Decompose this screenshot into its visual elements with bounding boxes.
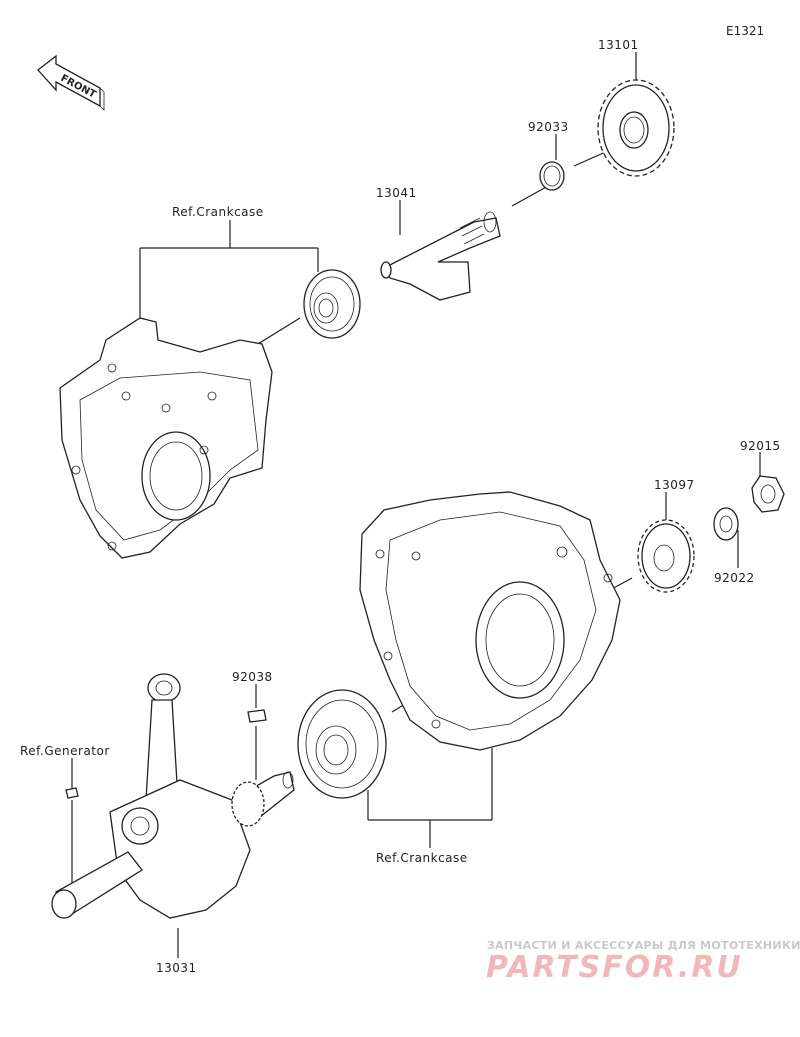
label-13097: 13097 bbox=[654, 478, 695, 492]
label-92033: 92033 bbox=[528, 120, 569, 134]
label-ref-crankcase-bottom: Ref.Crankcase bbox=[376, 851, 468, 865]
key-92038-icon bbox=[247, 709, 267, 723]
crankcase-right-icon bbox=[359, 491, 621, 751]
nut-92015-icon bbox=[751, 475, 785, 513]
label-ref-crankcase-top: Ref.Crankcase bbox=[172, 205, 264, 219]
front-arrow-icon: FRONT bbox=[37, 54, 105, 111]
circlip-92033-icon bbox=[539, 161, 565, 191]
watermark-logo: PARTSFOR.RU bbox=[486, 950, 743, 985]
gear-13097-icon bbox=[637, 519, 695, 593]
shaft-13041-icon bbox=[380, 211, 501, 301]
gear-13101-icon bbox=[597, 79, 675, 177]
label-13031: 13031 bbox=[156, 961, 197, 975]
label-ref-generator: Ref.Generator bbox=[20, 744, 110, 758]
crankcase-left-icon bbox=[59, 317, 273, 559]
washer-92022-icon bbox=[713, 507, 739, 541]
label-92022: 92022 bbox=[714, 571, 755, 585]
crankshaft-13031-icon bbox=[51, 673, 295, 919]
label-13101: 13101 bbox=[598, 38, 639, 52]
watermark-subtitle: ЗАПЧАСТИ И АКСЕССУАРЫ ДЛЯ МОТОТЕХНИКИ bbox=[487, 939, 800, 952]
diagram-code: E1321 bbox=[726, 24, 764, 38]
label-92038: 92038 bbox=[232, 670, 273, 684]
key-generator-icon bbox=[65, 787, 79, 799]
bearing-bottom-icon bbox=[297, 689, 387, 799]
label-92015: 92015 bbox=[740, 439, 781, 453]
bearing-top-icon bbox=[303, 269, 361, 339]
label-13041: 13041 bbox=[376, 186, 417, 200]
